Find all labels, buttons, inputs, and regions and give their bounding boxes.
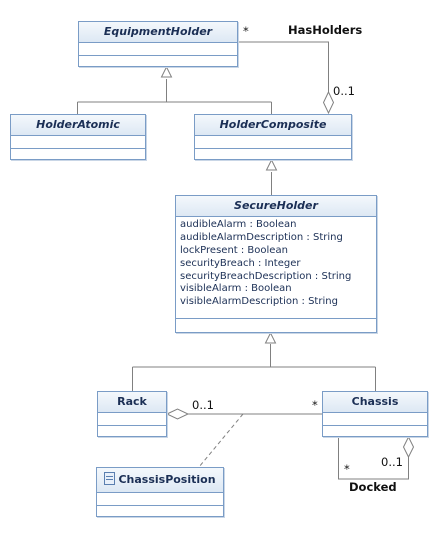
- attribute: visibleAlarmDescription : String: [180, 296, 338, 308]
- class-holdercomposite[interactable]: HolderComposite: [194, 114, 352, 160]
- docked-aggregation-diamond: [402, 435, 415, 459]
- attribute: lockPresent : Boolean: [180, 244, 288, 256]
- attributes-compartment: [195, 136, 351, 149]
- class-secureholder[interactable]: SecureHolder audibleAlarm : Boolean audi…: [175, 195, 377, 333]
- has-holders-source-multiplicity: *: [243, 24, 249, 38]
- operations-compartment: [176, 319, 376, 333]
- generalization-arrowhead-equipmentholder: [160, 65, 173, 78]
- class-name: Rack: [98, 392, 166, 413]
- class-name: HolderAtomic: [11, 115, 145, 136]
- class-name: ChassisPosition: [97, 468, 223, 493]
- docked-source-multiplicity: *: [344, 462, 350, 476]
- operations-compartment: [195, 149, 351, 161]
- docked-label: Docked: [349, 480, 397, 494]
- attribute: securityBreach : Integer: [180, 257, 301, 269]
- class-name: HolderComposite: [195, 115, 351, 136]
- chassis-multiplicity: *: [312, 398, 318, 412]
- attributes-compartment: audibleAlarm : Boolean audibleAlarmDescr…: [176, 217, 376, 319]
- attribute: audibleAlarm : Boolean: [180, 219, 297, 230]
- has-holders-association: [238, 41, 329, 92]
- operations-compartment: [11, 149, 145, 161]
- attributes-compartment: [98, 413, 166, 426]
- docked-association: [338, 438, 409, 480]
- has-holders-label: HasHolders: [288, 23, 363, 37]
- docked-target-multiplicity: 0..1: [381, 455, 403, 469]
- rack-multiplicity: 0..1: [192, 398, 214, 412]
- association-class-link: [198, 413, 244, 468]
- operations-compartment: [98, 426, 166, 438]
- attribute: audibleAlarmDescription : String: [180, 231, 343, 243]
- generalization-secureholder: [132, 344, 376, 391]
- operations-compartment: [323, 426, 427, 438]
- class-name: SecureHolder: [176, 196, 376, 217]
- attributes-compartment: [97, 493, 223, 506]
- class-name: Chassis: [323, 392, 427, 413]
- has-holders-aggregation-diamond: [322, 90, 335, 115]
- has-holders-target-multiplicity: 0..1: [333, 84, 355, 98]
- class-name: EquipmentHolder: [79, 22, 237, 43]
- attribute: visibleAlarm : Boolean: [180, 283, 292, 295]
- class-rack[interactable]: Rack: [97, 391, 167, 437]
- generalization-arrowhead-holdercomposite: [265, 158, 278, 171]
- class-name-text: ChassisPosition: [118, 473, 216, 486]
- class-chassis[interactable]: Chassis: [322, 391, 428, 437]
- operations-compartment: [79, 56, 237, 68]
- generalization-equipmentholder: [77, 79, 272, 114]
- class-holderatomic[interactable]: HolderAtomic: [10, 114, 146, 160]
- generalization-arrowhead-secureholder: [264, 331, 277, 344]
- datatype-icon: [104, 472, 116, 485]
- attributes-compartment: [79, 43, 237, 56]
- rack-chassis-aggregation-diamond: [165, 408, 190, 420]
- class-chassisposition[interactable]: ChassisPosition: [96, 467, 224, 517]
- operations-compartment: [97, 506, 223, 518]
- attribute: securityBreachDescription : String: [180, 270, 352, 282]
- class-equipmentholder[interactable]: EquipmentHolder: [78, 21, 238, 67]
- attributes-compartment: [323, 413, 427, 426]
- attributes-compartment: [11, 136, 145, 149]
